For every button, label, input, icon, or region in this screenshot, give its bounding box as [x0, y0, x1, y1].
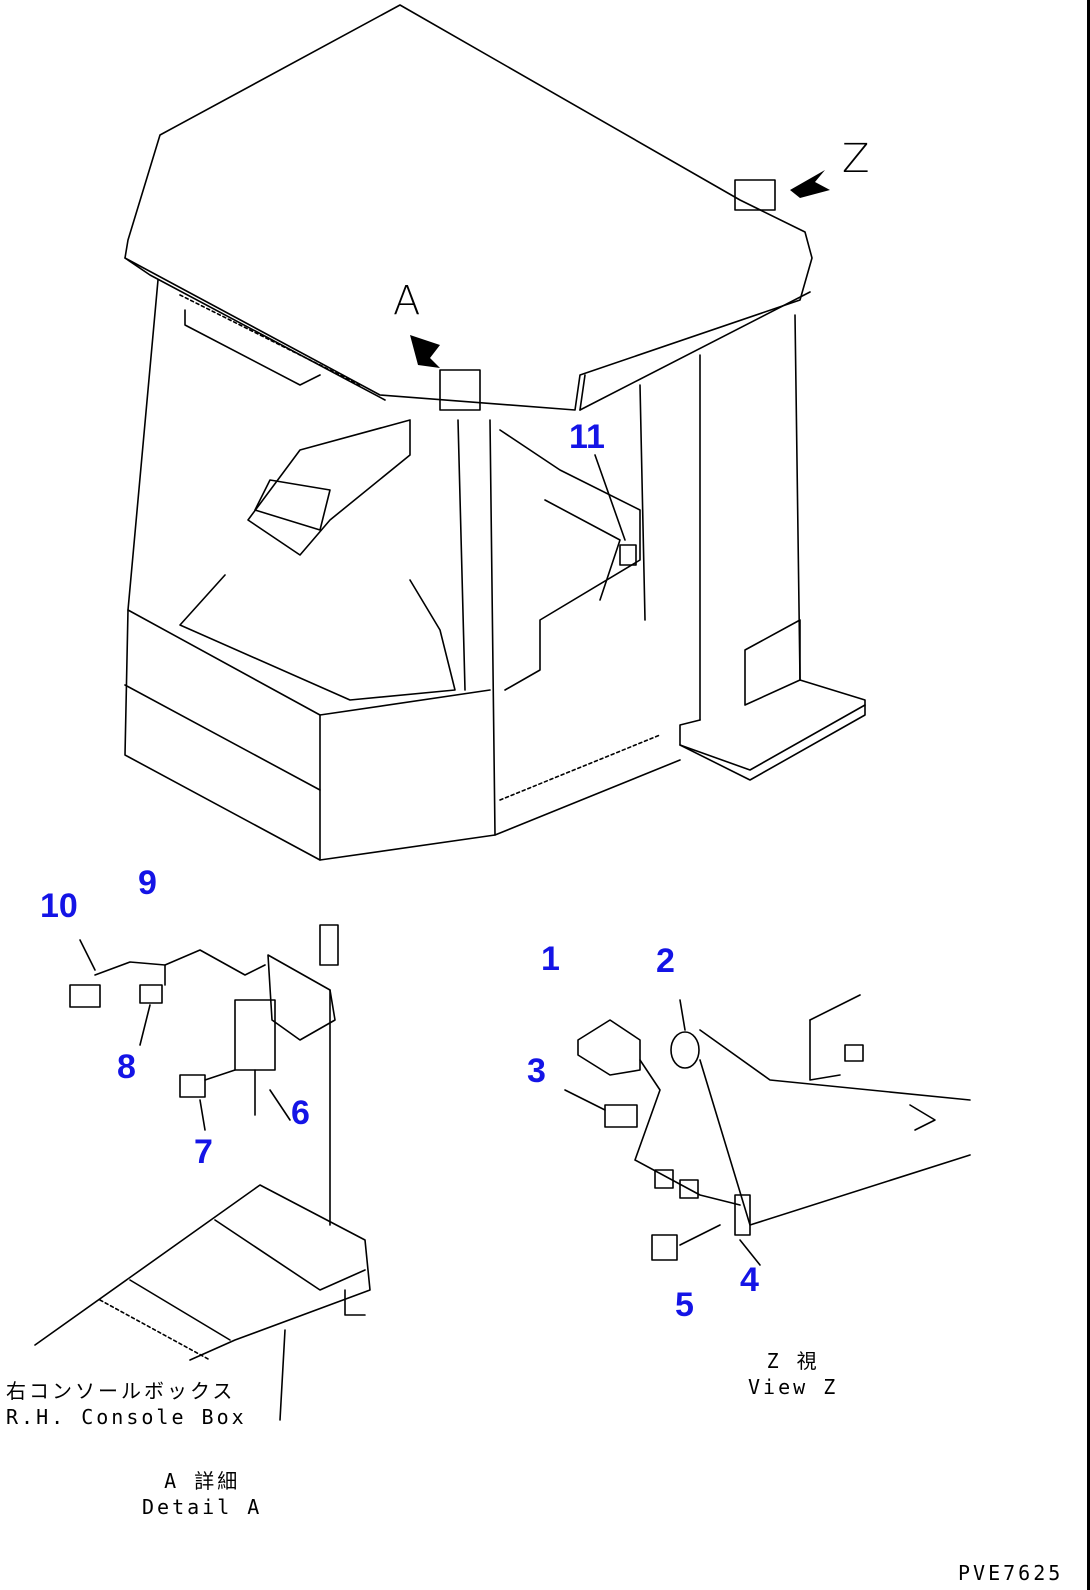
drawing-id: PVE7625: [958, 1561, 1064, 1585]
cab-body: [124, 279, 866, 861]
part-number-7: 7: [194, 1133, 213, 1171]
part-number-3: 3: [527, 1052, 546, 1090]
detail-a-drawing: [34, 924, 371, 1421]
view-a-label: A: [393, 278, 421, 324]
console-box-caption: 右コンソールボックス R.H. Console Box: [6, 1378, 247, 1430]
part-number-8: 8: [117, 1048, 136, 1086]
view-z-en: View Z: [748, 1375, 839, 1399]
view-z-label: Z: [842, 136, 870, 182]
view-z-jp: Z 視: [766, 1349, 820, 1373]
part-number-6: 6: [291, 1094, 310, 1132]
part-number-5: 5: [675, 1286, 694, 1324]
part-11-on-cab: [619, 544, 637, 566]
detail-a-en: Detail A: [142, 1495, 263, 1519]
view-z-drawing: [564, 994, 971, 1266]
detail-a-caption: A 詳細 Detail A: [142, 1468, 262, 1520]
part-number-11: 11: [569, 418, 605, 456]
cab-roof: [124, 4, 813, 411]
part-number-1: 1: [541, 940, 560, 978]
detail-a-jp: A 詳細: [164, 1469, 241, 1493]
view-z-caption: Z 視 View Z: [748, 1348, 838, 1400]
view-a-arrow: [410, 335, 481, 411]
part-number-2: 2: [656, 942, 675, 980]
part-number-10: 10: [40, 887, 78, 925]
console-box-en: R.H. Console Box: [6, 1405, 247, 1429]
console-box-jp: 右コンソールボックス: [6, 1379, 236, 1403]
leader-line-11: [594, 454, 626, 541]
part-number-4: 4: [740, 1261, 759, 1299]
part-number-9: 9: [138, 864, 157, 902]
view-z-arrow: [734, 170, 830, 211]
